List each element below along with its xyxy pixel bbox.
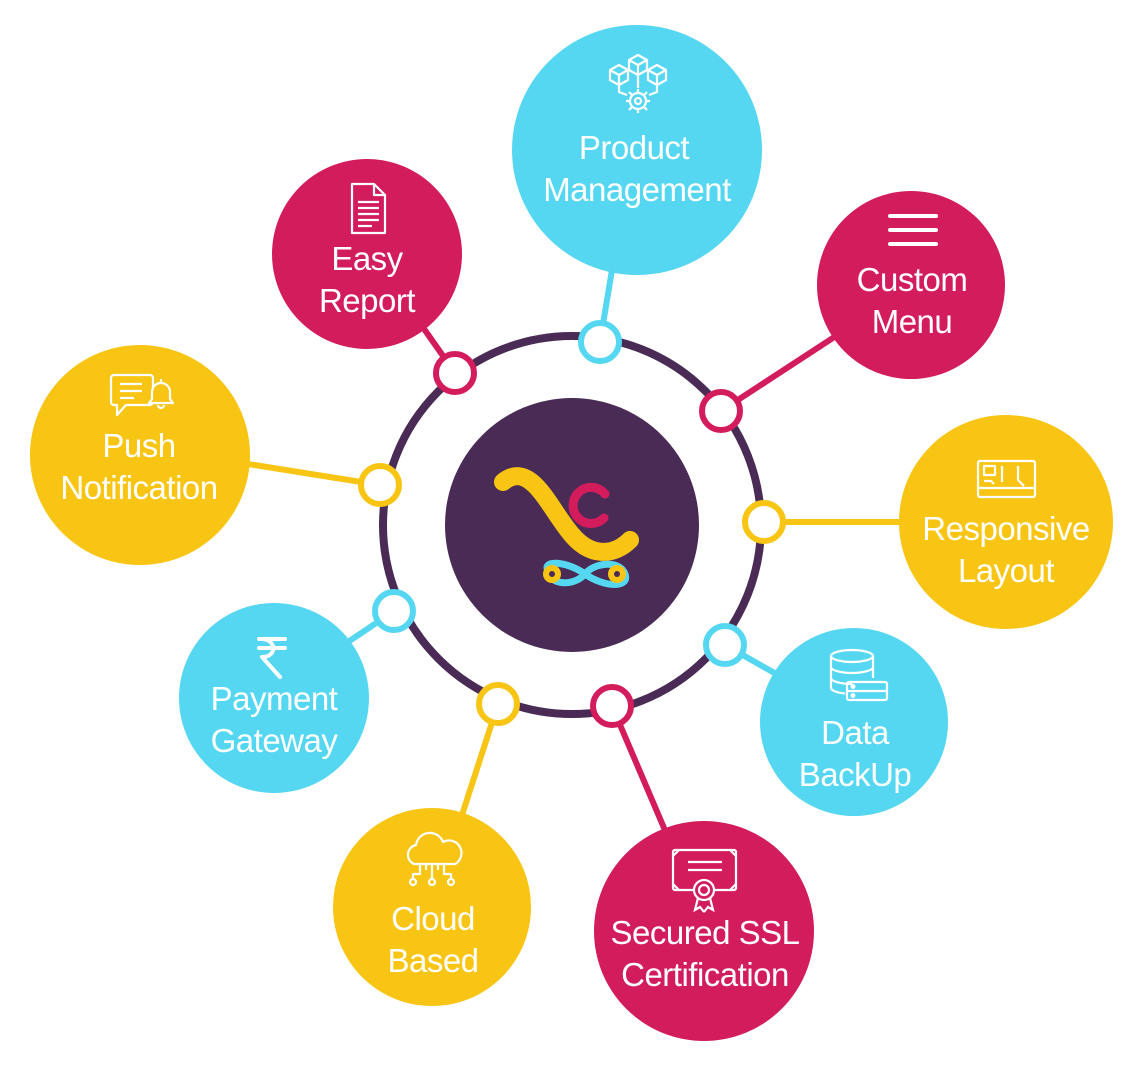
node-label-line2: Notification	[60, 469, 217, 506]
joint-product-management	[578, 320, 622, 364]
connector-custom-menu	[719, 329, 844, 414]
node-label-line2: Based	[387, 942, 478, 979]
node-payment-gateway-circle	[179, 603, 369, 793]
chat-bell-icon	[109, 373, 175, 417]
node-label-line1: Easy	[331, 240, 403, 277]
node-label-line2: Gateway	[211, 722, 339, 759]
node-label-line2: Management	[543, 171, 731, 208]
hub	[445, 398, 699, 652]
node-push-notification-circle	[30, 345, 250, 565]
joint-responsive-layout	[742, 500, 786, 544]
node-secured-ssl-circle	[594, 821, 814, 1041]
cloud-network-icon	[406, 831, 463, 887]
node-custom-menu-circle	[817, 191, 1005, 379]
node-product-management-circle	[512, 25, 762, 275]
node-data-backup: Data BackUp	[760, 628, 948, 816]
node-label-line1: Product	[579, 129, 690, 166]
node-label-line1: Payment	[211, 680, 338, 717]
node-product-management: Product Management	[512, 25, 762, 275]
node-label-line2: BackUp	[799, 756, 912, 793]
certificate-icon	[671, 848, 738, 913]
node-cloud-based: Cloud Based	[333, 808, 531, 1006]
joint-easy-report	[433, 351, 477, 395]
node-cloud-based-circle	[333, 808, 531, 1006]
joint-custom-menu	[699, 389, 743, 433]
node-push-notification: Push Notification	[30, 345, 250, 565]
node-secured-ssl-certification: Secured SSL Certification	[594, 821, 814, 1041]
node-label-line2: Layout	[958, 552, 1054, 589]
joint-data-backup	[703, 623, 747, 667]
node-responsive-layout-circle	[899, 415, 1113, 629]
responsive-screen-icon	[976, 459, 1037, 499]
connector-secured-ssl	[609, 704, 670, 837]
rupee-icon	[257, 637, 287, 679]
connector-push-notification	[247, 461, 381, 488]
hamburger-menu-icon	[888, 214, 938, 246]
cubes-gear-icon	[608, 53, 668, 113]
database-server-icon	[829, 648, 889, 702]
node-responsive-layout: Responsive Layout	[899, 415, 1113, 629]
node-easy-report: Easy Report	[272, 159, 462, 349]
node-label-line1: Push	[102, 427, 175, 464]
brand-logo-icon	[494, 467, 639, 588]
joint-push-notification	[358, 463, 402, 507]
joint-payment-gateway	[372, 589, 416, 633]
joint-secured-ssl	[590, 684, 634, 728]
ring-joints	[358, 320, 786, 728]
node-payment-gateway: Payment Gateway	[179, 603, 369, 793]
node-label-line1: Responsive	[922, 510, 1089, 547]
document-icon	[350, 182, 387, 235]
node-label-line2: Report	[319, 282, 415, 319]
node-label-line2: Menu	[872, 303, 953, 340]
node-label-line1: Custom	[857, 261, 968, 298]
node-label-line2: Certification	[621, 956, 789, 993]
node-custom-menu: Custom Menu	[817, 191, 1005, 379]
node-label-line1: Secured SSL	[611, 914, 800, 951]
node-label-line1: Cloud	[391, 900, 475, 937]
node-data-backup-circle	[760, 628, 948, 816]
node-label-line1: Data	[821, 714, 890, 751]
joint-cloud-based	[476, 682, 520, 726]
node-easy-report-circle	[272, 159, 462, 349]
